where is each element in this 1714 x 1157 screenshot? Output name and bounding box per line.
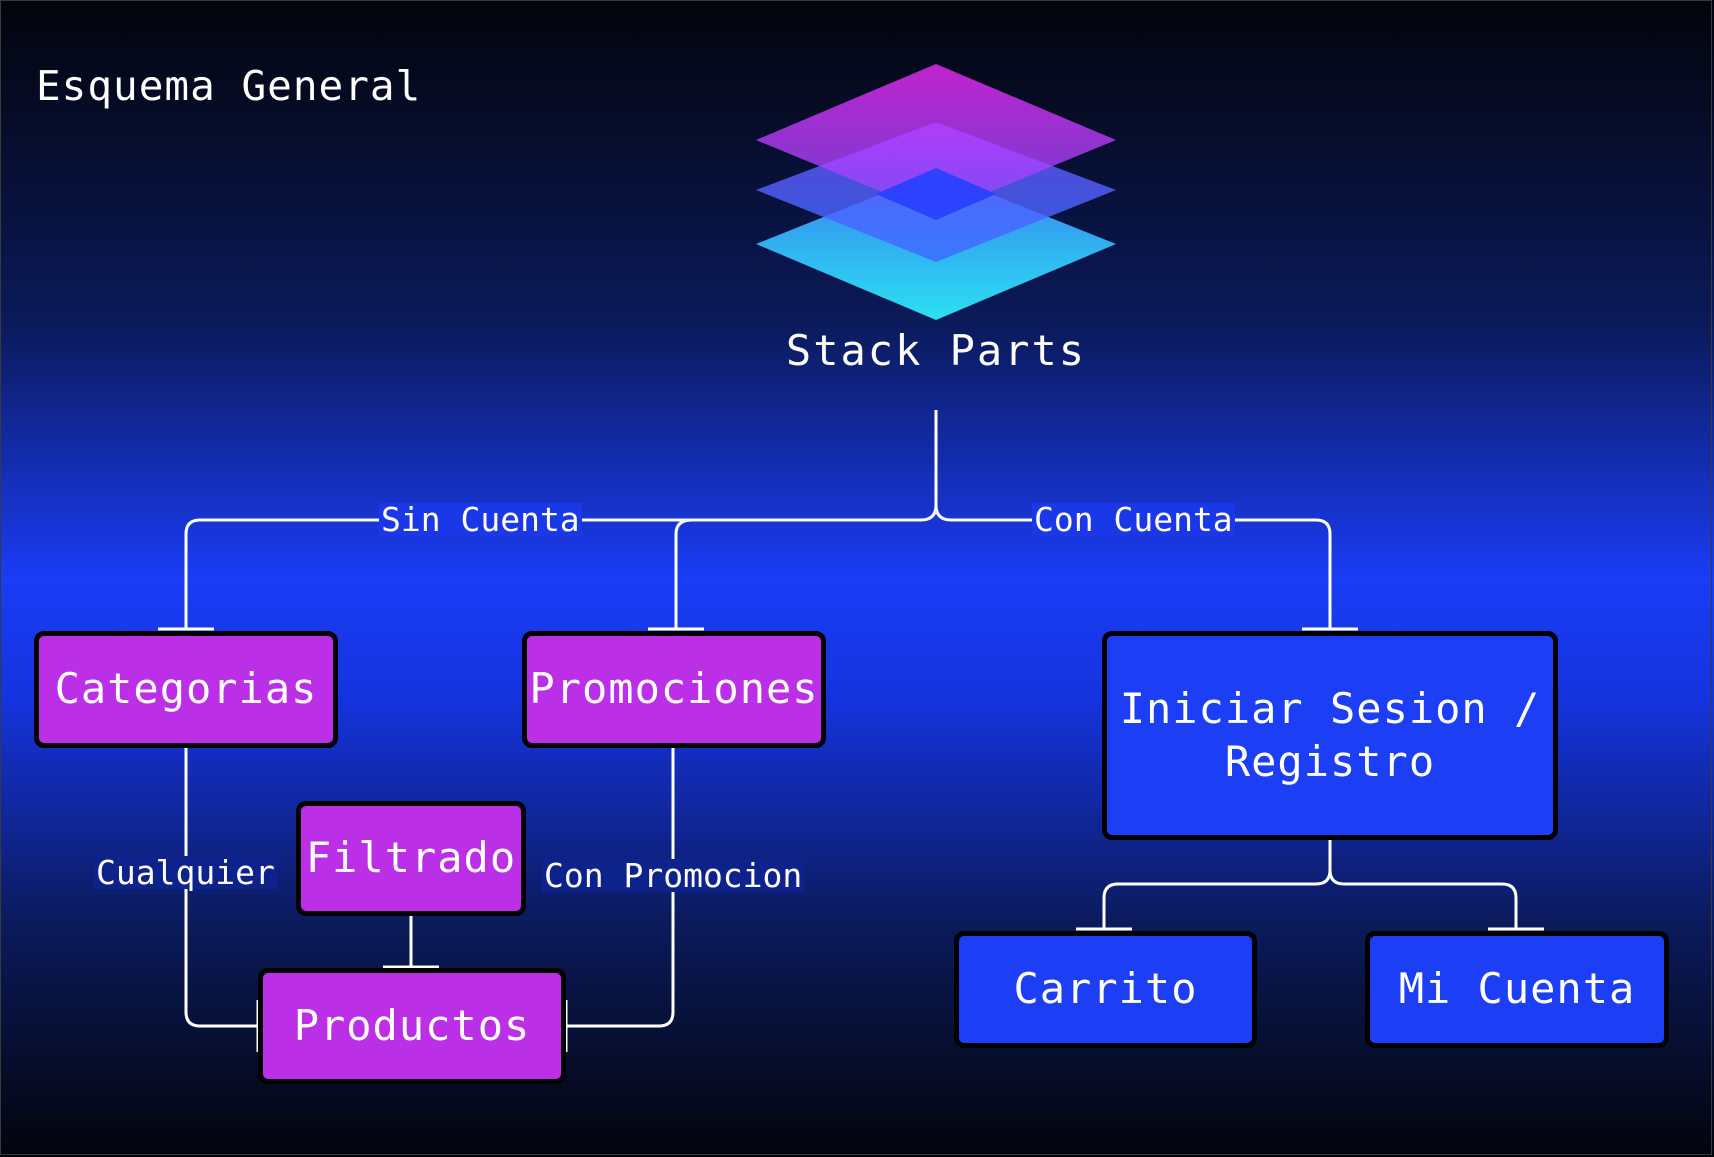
logo-layer-top xyxy=(756,64,1116,214)
node-promociones: Promociones xyxy=(522,631,826,748)
node-productos: Productos xyxy=(258,968,566,1084)
node-iniciar-sesion-line1: Iniciar Sesion / xyxy=(1119,684,1541,733)
edge-label-sin-cuenta: Sin Cuenta xyxy=(379,500,582,539)
stacked-layers-icon xyxy=(756,64,1116,320)
edge-label-con-cuenta: Con Cuenta xyxy=(1032,500,1235,539)
diagram-title: Esquema General xyxy=(36,62,422,110)
wire-cualquier xyxy=(184,748,258,1028)
node-iniciar-sesion-line2: Registro xyxy=(1224,736,1436,786)
node-iniciar-sesion: Iniciar Sesion / Registro xyxy=(1102,631,1558,840)
edge-label-con-promocion: Con Promocion xyxy=(542,856,805,895)
node-mi-cuenta: Mi Cuenta xyxy=(1365,931,1669,1048)
edge-label-cualquier: Cualquier xyxy=(94,853,277,892)
logo-label: Stack Parts xyxy=(785,326,1087,375)
node-filtrado: Filtrado xyxy=(296,801,526,916)
logo-layer-core xyxy=(876,168,996,220)
branch-promociones xyxy=(674,518,693,628)
node-categorias: Categorias xyxy=(34,631,338,748)
node-carrito: Carrito xyxy=(954,931,1257,1048)
branch-con-cuenta xyxy=(934,504,1332,628)
wire-con-promocion xyxy=(566,748,675,1028)
wire-sesion xyxy=(1102,840,1332,928)
